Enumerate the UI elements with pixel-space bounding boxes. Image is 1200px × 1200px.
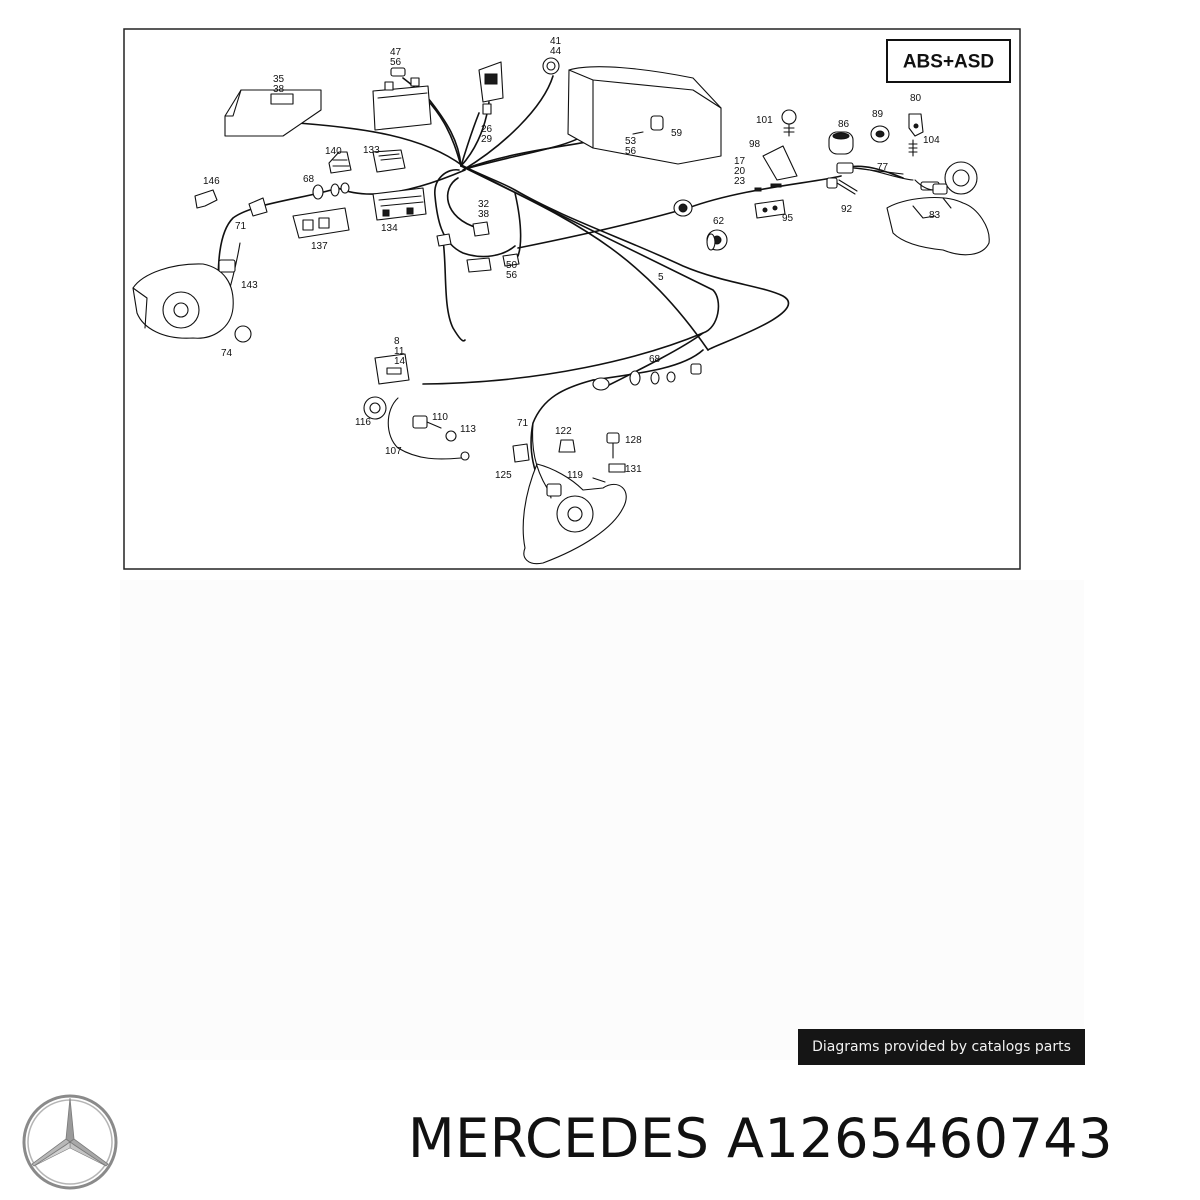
callout-107: 107	[385, 446, 402, 457]
callout-125: 125	[495, 470, 512, 481]
callout-86: 86	[838, 119, 850, 130]
callout-38: 38	[478, 209, 490, 220]
callout-116: 116	[355, 417, 371, 428]
callout-14: 14	[394, 356, 406, 367]
washer-113	[445, 430, 457, 442]
callout-110: 110	[432, 412, 448, 423]
callout-26: 26	[481, 124, 493, 135]
callout-122: 122	[555, 426, 572, 437]
connector-137	[292, 207, 350, 239]
screw-101	[781, 109, 797, 137]
callout-80: 80	[910, 93, 922, 104]
callout-104: 104	[923, 135, 940, 146]
callout-56: 56	[625, 146, 637, 157]
callout-35: 35	[273, 74, 285, 85]
relay-133	[372, 149, 406, 173]
callout-98: 98	[749, 139, 761, 150]
clip-98	[754, 145, 798, 192]
abs-wiring-diagram: ABS+ASD	[123, 28, 1021, 570]
bushing-62	[673, 199, 728, 251]
callout-140: 140	[325, 146, 342, 157]
nut-122	[558, 439, 576, 453]
callout-56: 56	[506, 270, 518, 281]
callout-89: 89	[872, 109, 884, 120]
brake-line-left	[436, 233, 520, 342]
callout-133: 133	[363, 145, 380, 156]
connector-26-29	[478, 61, 504, 115]
callout-143: 143	[241, 280, 258, 291]
callout-53: 53	[625, 136, 637, 147]
callout-119: 119	[567, 470, 583, 481]
grommet-89	[870, 125, 890, 143]
callout-128: 128	[625, 435, 642, 446]
callout-59: 59	[671, 128, 683, 139]
bracket-8-11-14	[374, 353, 410, 385]
callout-134: 134	[381, 223, 398, 234]
left-brake-disc	[132, 259, 252, 343]
callout-17: 17	[734, 156, 746, 167]
clip-146	[194, 189, 218, 209]
callout-8: 8	[394, 336, 400, 347]
bushing-86	[828, 131, 854, 155]
tank-41-44-59	[542, 57, 722, 165]
sensor-plug-71-lower	[532, 422, 548, 489]
control-unit-35-38	[224, 89, 322, 137]
grommet-68-upper	[312, 182, 350, 200]
boot-140	[328, 151, 352, 174]
callout-77: 77	[877, 162, 889, 173]
callout-20: 20	[734, 166, 746, 177]
differential-83	[886, 161, 990, 256]
lower-brake-disc	[522, 463, 627, 565]
callout-68: 68	[303, 174, 315, 185]
box-32-38	[472, 221, 490, 237]
bracket-95	[754, 199, 786, 219]
callout-74: 74	[221, 348, 233, 359]
sensor-77	[836, 162, 904, 175]
abs-asd-badge: ABS+ASD	[886, 39, 1011, 83]
bolt-110	[412, 415, 442, 429]
module-134	[372, 187, 427, 221]
diagram-credit-caption: Diagrams provided by catalogs parts	[798, 1029, 1085, 1065]
mercedes-star-logo	[22, 1094, 118, 1190]
terminal-107	[460, 451, 470, 461]
callout-labels: 35 38 47 56 41 44 26 29 53 56 59 101 86 …	[203, 36, 941, 481]
components	[132, 57, 990, 565]
callout-23: 23	[734, 176, 746, 187]
bolt-92	[826, 177, 858, 195]
callout-71: 71	[235, 221, 247, 232]
callout-137: 137	[311, 241, 328, 252]
sensor-assembly-right	[914, 179, 948, 195]
callout-71: 71	[517, 418, 529, 429]
callout-5: 5	[658, 272, 664, 283]
callout-113: 113	[460, 424, 476, 435]
callout-131: 131	[625, 464, 642, 475]
callout-47: 47	[390, 47, 402, 58]
callout-146: 146	[203, 176, 220, 187]
clip-131	[608, 463, 626, 473]
callout-62: 62	[713, 216, 725, 227]
callout-101: 101	[756, 115, 773, 126]
gear-116	[363, 396, 387, 420]
callout-95: 95	[782, 213, 794, 224]
badge-label: ABS+ASD	[903, 52, 994, 73]
callout-92: 92	[841, 204, 853, 215]
callout-29: 29	[481, 134, 493, 145]
sensor-plug-71-upper	[248, 197, 268, 217]
relay-box-47-56	[372, 67, 432, 131]
callout-44: 44	[550, 46, 562, 57]
callout-32: 32	[478, 199, 490, 210]
grommet-68-lower	[592, 363, 702, 391]
bracket-80-104	[908, 113, 924, 157]
callout-83: 83	[929, 210, 941, 221]
bolt-128	[606, 432, 620, 459]
callout-68: 68	[649, 354, 661, 365]
clip-125	[512, 443, 530, 463]
callout-41: 41	[550, 36, 562, 47]
callout-56: 56	[390, 57, 402, 68]
part-number-title: MERCEDES A1265460743	[408, 1107, 1114, 1170]
callout-11: 11	[394, 346, 405, 357]
image-backdrop	[120, 580, 1084, 1060]
callout-38: 38	[273, 84, 285, 95]
callout-50: 50	[506, 260, 518, 271]
